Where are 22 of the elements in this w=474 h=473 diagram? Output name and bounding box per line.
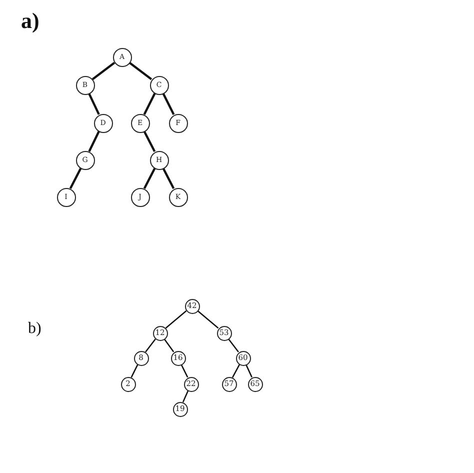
- tree-edge: [197, 310, 219, 329]
- tree-edge: [143, 130, 156, 152]
- tree-edge: [88, 131, 100, 152]
- tree-edge: [143, 168, 156, 190]
- tree-edge: [246, 364, 252, 378]
- tree-edge: [145, 338, 156, 352]
- tree-edge: [165, 310, 187, 329]
- tree-edge: [164, 338, 174, 352]
- tree-edge: [228, 338, 239, 352]
- tree-edge: [128, 62, 152, 80]
- tree-edge: [69, 168, 82, 190]
- tree-edge: [162, 93, 175, 115]
- tree-edge: [92, 62, 116, 80]
- tree-edge: [232, 364, 240, 378]
- tree-edge: [162, 168, 175, 190]
- tree-edge: [143, 93, 156, 115]
- tree-edge: [182, 390, 189, 402]
- panel-label: b): [28, 320, 42, 338]
- tree-edge: [88, 93, 100, 115]
- panel-label: a): [21, 8, 40, 34]
- tree-edge: [130, 364, 138, 378]
- tree-edge: [180, 364, 188, 378]
